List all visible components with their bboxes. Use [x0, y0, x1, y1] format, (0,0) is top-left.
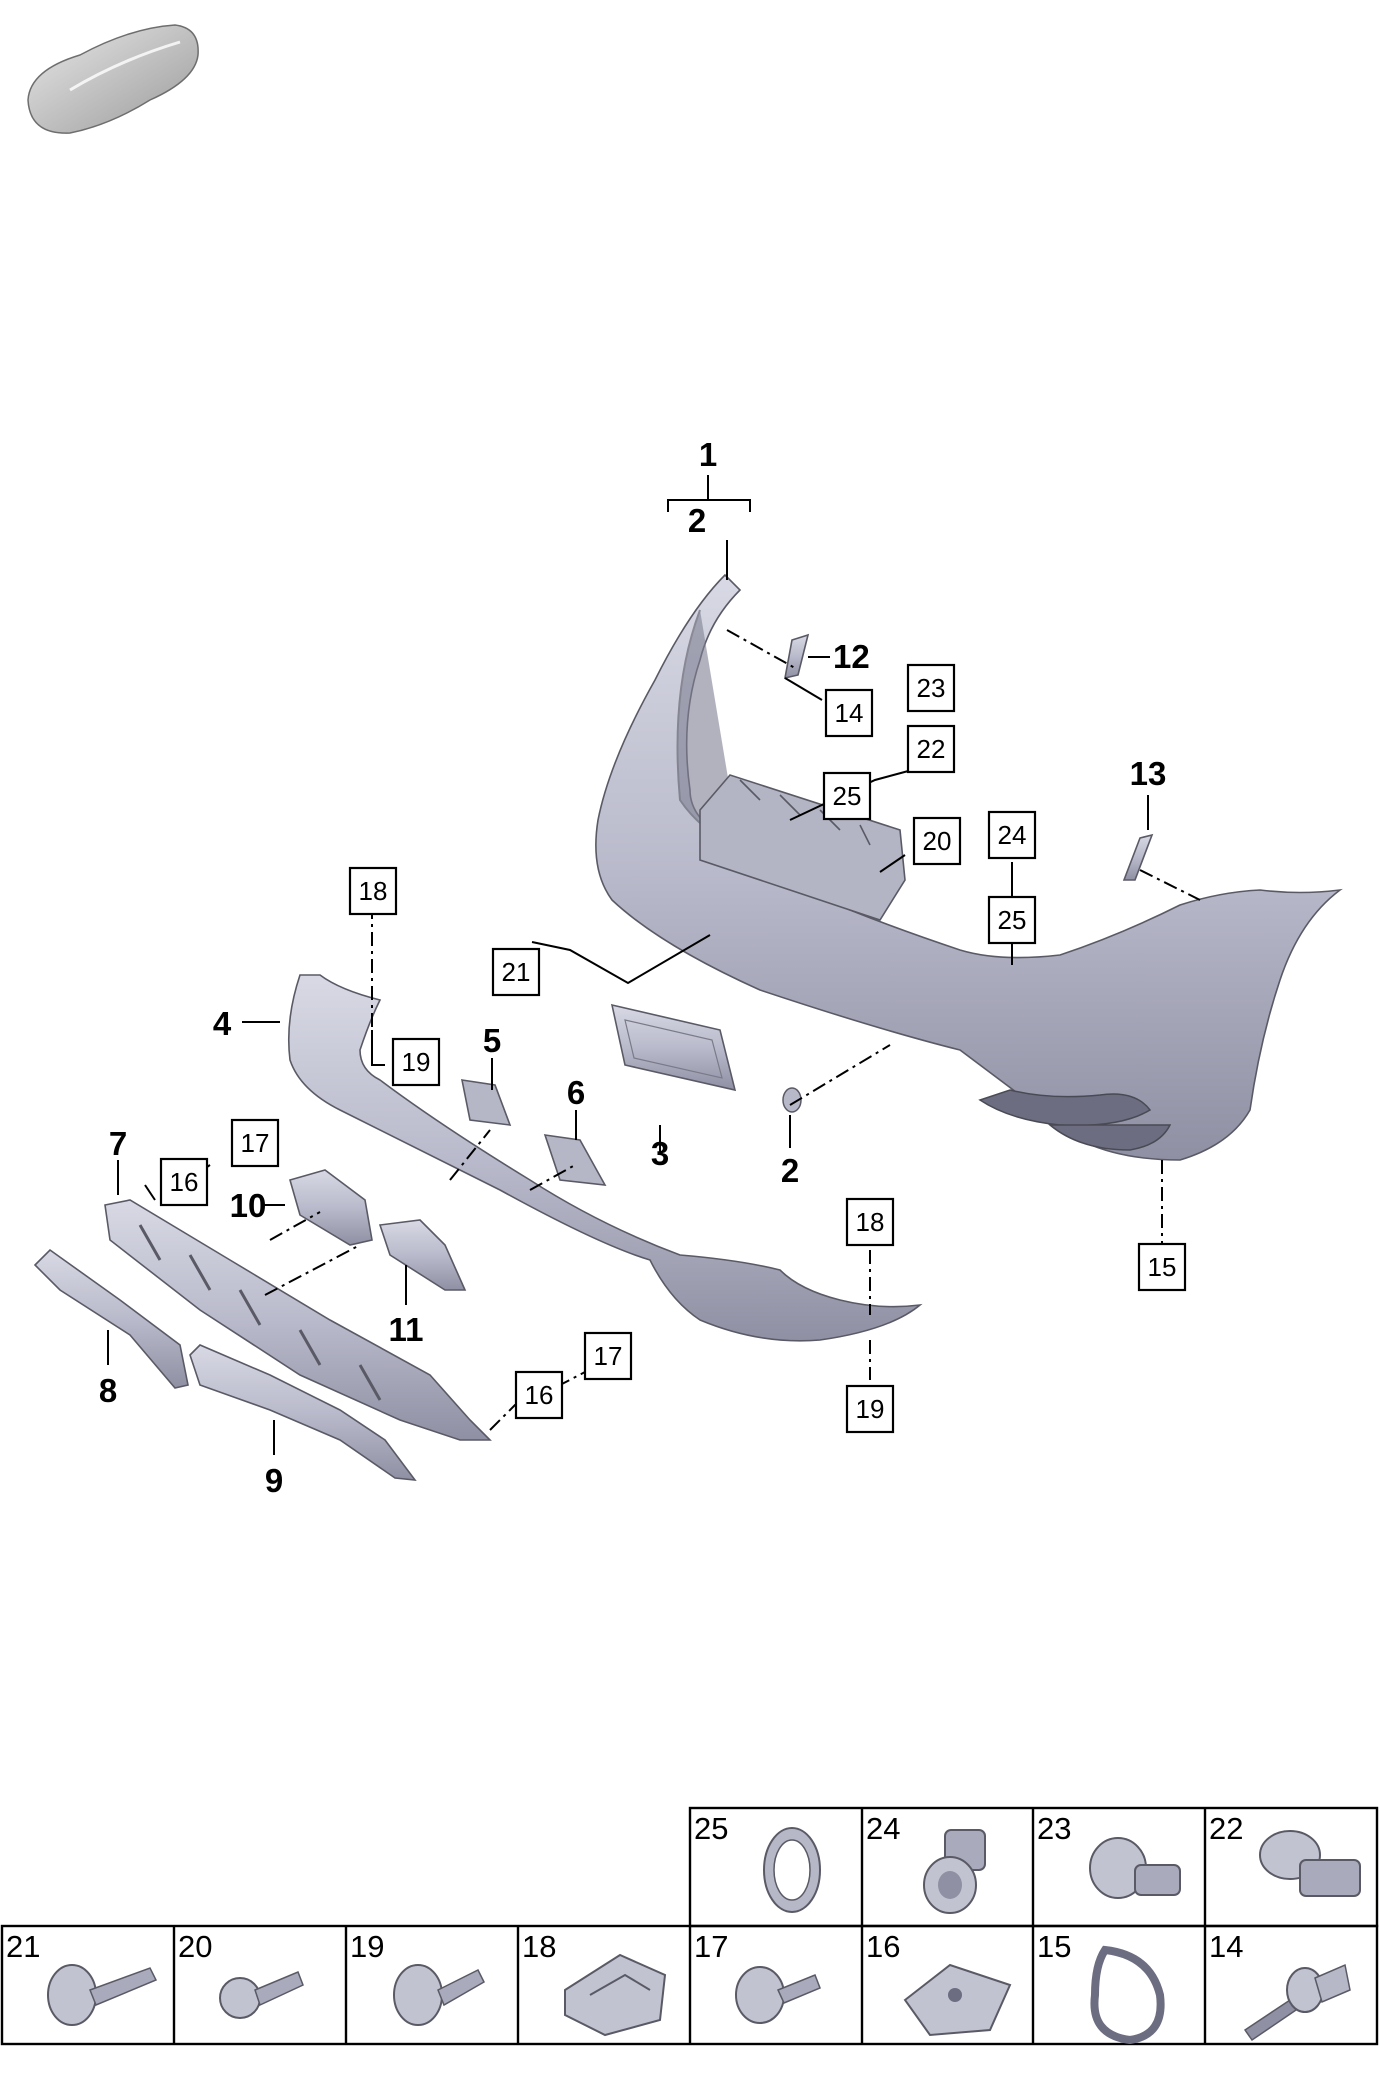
boxed-ref-24[interactable]: 24: [987, 810, 1037, 860]
table-cell-18: 18: [522, 1929, 556, 1964]
svg-text:22: 22: [917, 734, 946, 764]
svg-text:18: 18: [359, 876, 388, 906]
callout-9: 9: [265, 1462, 283, 1499]
trim-12: [783, 633, 810, 680]
boxed-ref-19a[interactable]: 19: [391, 1037, 441, 1087]
svg-text:18: 18: [856, 1207, 885, 1237]
plastic-rivet-icon: [735, 1966, 821, 2024]
push-rivet-icon: [1243, 1963, 1351, 2042]
table-cell-14: 14: [1209, 1929, 1243, 1964]
callout-3: 3: [651, 1135, 669, 1172]
boxed-ref-25a[interactable]: 25: [822, 771, 872, 821]
car-silhouette-icon: [27, 24, 199, 134]
callout-2-bottom: 2: [781, 1152, 799, 1189]
trim-13: [1122, 833, 1154, 881]
svg-text:21: 21: [502, 957, 531, 987]
callout-8: 8: [99, 1372, 117, 1409]
table-cell-17: 17: [694, 1929, 728, 1964]
table-cell-21: 21: [6, 1929, 40, 1964]
boxed-ref-22[interactable]: 22: [906, 724, 956, 774]
sensor-ring-icon: [763, 1827, 821, 1913]
table-cell-15: 15: [1037, 1929, 1071, 1964]
tow-plug: [782, 1087, 802, 1113]
svg-text:20: 20: [923, 826, 952, 856]
boxed-ref-18b[interactable]: 18: [845, 1197, 895, 1247]
parking-sensor-side-icon: [1259, 1830, 1361, 1897]
svg-text:16: 16: [525, 1380, 554, 1410]
table-cell-23: 23: [1037, 1811, 1071, 1846]
parking-sensor-icon: [923, 1829, 986, 1914]
bracket-10: [289, 1169, 373, 1246]
callout-11: 11: [389, 1311, 424, 1348]
svg-text:23: 23: [917, 673, 946, 703]
table-cell-22: 22: [1209, 1811, 1243, 1846]
parking-sensor-angled-icon: [1089, 1837, 1181, 1899]
callout-13: 13: [1130, 755, 1167, 792]
boxed-ref-23[interactable]: 23: [906, 663, 956, 713]
boxed-ref-17a[interactable]: 17: [230, 1118, 280, 1168]
svg-text:17: 17: [241, 1128, 270, 1158]
svg-text:24: 24: [998, 820, 1027, 850]
callout-6: 6: [567, 1074, 585, 1111]
svg-text:17: 17: [594, 1341, 623, 1371]
boxed-ref-16a[interactable]: 16: [159, 1157, 209, 1207]
plate-holder: [610, 1003, 737, 1092]
boxed-ref-18a[interactable]: 18: [348, 866, 398, 916]
lower-spoiler: [287, 974, 923, 1342]
boxed-ref-14[interactable]: 14: [824, 688, 874, 738]
svg-text:25: 25: [833, 781, 862, 811]
retaining-ring-icon: [1090, 1945, 1165, 2045]
fastener-table: [0, 1806, 1379, 2046]
boxed-ref-20[interactable]: 20: [912, 816, 962, 866]
table-cell-20: 20: [178, 1929, 212, 1964]
boxed-ref-16b[interactable]: 16: [514, 1370, 564, 1420]
trim-8: [33, 1248, 189, 1389]
speed-nut-icon: [903, 1963, 1012, 2037]
table-cell-24: 24: [866, 1811, 900, 1846]
table-cell-19: 19: [350, 1929, 384, 1964]
callout-12: 12: [833, 638, 870, 675]
spring-clip-icon: [564, 1953, 667, 2037]
svg-text:25: 25: [998, 905, 1027, 935]
trim-9: [189, 1344, 417, 1481]
callout-1: 1: [699, 436, 717, 473]
callout-4: 4: [213, 1005, 232, 1042]
svg-text:16: 16: [170, 1167, 199, 1197]
insert-5: [460, 1079, 512, 1126]
grille-7: [104, 1199, 492, 1441]
table-cell-25: 25: [694, 1811, 728, 1846]
flange-rivet-icon: [393, 1964, 485, 2026]
svg-text:19: 19: [856, 1394, 885, 1424]
boxed-ref-15[interactable]: 15: [1137, 1242, 1187, 1292]
callout-7: 7: [109, 1125, 127, 1162]
bracket-11: [378, 1219, 467, 1291]
torx-bolt-icon: [219, 1971, 304, 2019]
inner-bracket: [699, 774, 906, 921]
boxed-ref-21[interactable]: 21: [491, 947, 541, 997]
svg-text:19: 19: [402, 1047, 431, 1077]
svg-text:14: 14: [835, 698, 864, 728]
expansion-rivet-icon: [47, 1964, 158, 2026]
callout-10: 10: [230, 1187, 267, 1224]
callout-2-top: 2: [688, 502, 706, 539]
boxed-ref-19b[interactable]: 19: [845, 1384, 895, 1434]
callout-5: 5: [483, 1022, 501, 1059]
svg-text:15: 15: [1148, 1252, 1177, 1282]
boxed-ref-17b[interactable]: 17: [583, 1331, 633, 1381]
table-cell-16: 16: [866, 1929, 900, 1964]
boxed-ref-25b[interactable]: 25: [987, 895, 1037, 945]
